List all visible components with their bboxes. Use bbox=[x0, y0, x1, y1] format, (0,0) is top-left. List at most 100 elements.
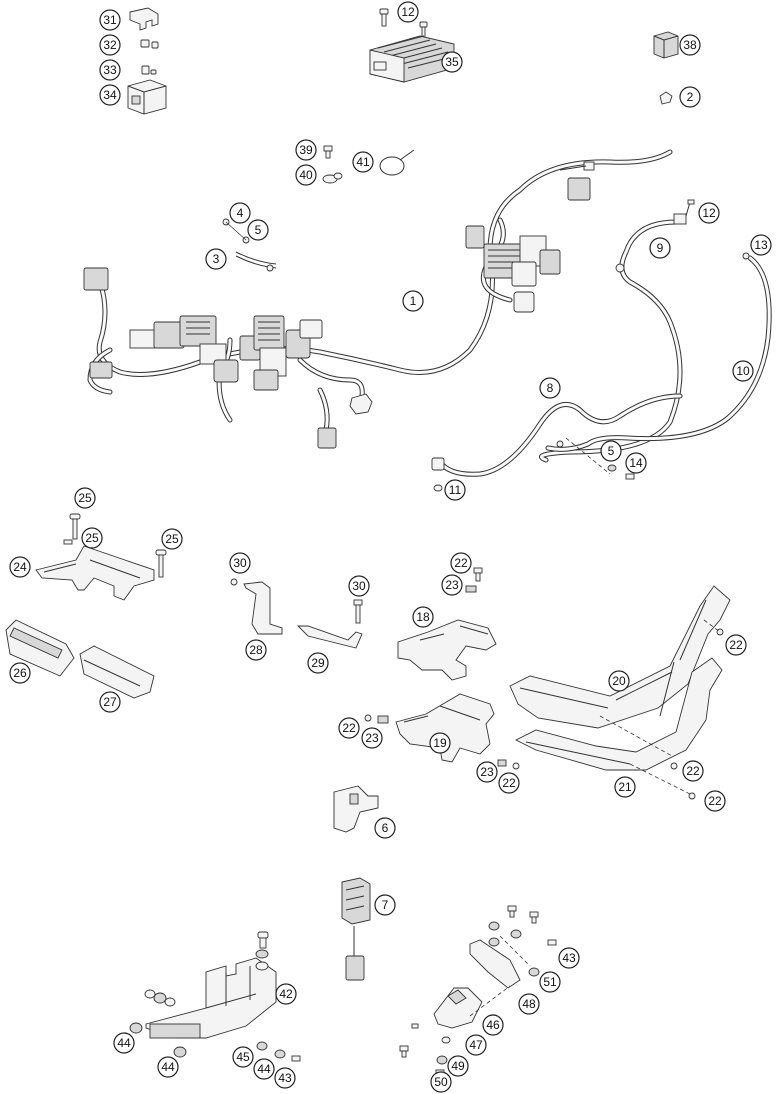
callout-10: 10 bbox=[732, 360, 754, 382]
svg-text:44: 44 bbox=[257, 1062, 271, 1076]
callout-19: 19 bbox=[429, 732, 451, 754]
cable-tie-41-icon bbox=[379, 149, 415, 176]
svg-text:25: 25 bbox=[78, 491, 92, 505]
svg-text:42: 42 bbox=[279, 987, 293, 1001]
svg-text:4: 4 bbox=[237, 206, 244, 220]
ground-cable-3-icon bbox=[222, 218, 277, 272]
callout-43-bottom: 43 bbox=[274, 1067, 296, 1089]
small-plug-32-icon bbox=[140, 39, 159, 49]
sensor-7-icon bbox=[341, 877, 371, 981]
callout-25-mid: 25 bbox=[81, 527, 103, 549]
svg-text:22: 22 bbox=[342, 721, 356, 735]
grommet-44-icon bbox=[129, 989, 301, 1062]
svg-text:50: 50 bbox=[434, 1075, 448, 1089]
holder-18-icon bbox=[397, 567, 497, 681]
bracket-48-icon bbox=[469, 935, 531, 1017]
callout-27: 27 bbox=[99, 691, 121, 713]
cover-26-icon bbox=[5, 619, 75, 677]
relay-38-icon bbox=[653, 31, 679, 59]
callout-5-right: 5 bbox=[600, 440, 622, 462]
callout-46: 46 bbox=[482, 1014, 504, 1036]
callout-38: 38 bbox=[679, 34, 701, 56]
connector-housing-31-icon bbox=[129, 7, 159, 31]
callout-22-lower-right: 22 bbox=[682, 760, 704, 782]
svg-text:43: 43 bbox=[562, 951, 576, 965]
svg-text:49: 49 bbox=[451, 1059, 465, 1073]
svg-text:47: 47 bbox=[469, 1038, 483, 1052]
svg-text:5: 5 bbox=[255, 223, 262, 237]
callout-32: 32 bbox=[99, 34, 121, 56]
plug-40-icon bbox=[322, 172, 343, 184]
callout-18: 18 bbox=[412, 606, 434, 628]
connector-block-34-icon bbox=[127, 79, 167, 115]
plate-6-icon bbox=[333, 785, 379, 833]
svg-text:40: 40 bbox=[299, 168, 313, 182]
main-wiring-harness-1-icon bbox=[83, 149, 673, 449]
svg-text:1: 1 bbox=[410, 294, 417, 308]
callout-2: 2 bbox=[679, 86, 701, 108]
svg-text:22: 22 bbox=[686, 764, 700, 778]
svg-text:7: 7 bbox=[382, 898, 389, 912]
svg-text:5: 5 bbox=[608, 444, 615, 458]
svg-text:13: 13 bbox=[754, 238, 768, 252]
callout-4: 4 bbox=[229, 202, 251, 224]
callout-31: 31 bbox=[99, 9, 121, 31]
callout-44-left: 44 bbox=[113, 1032, 135, 1054]
svg-text:26: 26 bbox=[13, 666, 27, 680]
svg-text:23: 23 bbox=[480, 765, 494, 779]
callout-22-upper-right: 22 bbox=[725, 634, 747, 656]
svg-text:51: 51 bbox=[543, 975, 557, 989]
callout-13: 13 bbox=[750, 234, 772, 256]
svg-text:9: 9 bbox=[657, 241, 664, 255]
svg-text:22: 22 bbox=[729, 638, 743, 652]
callout-22-top: 22 bbox=[450, 552, 472, 574]
callout-50: 50 bbox=[430, 1071, 452, 1093]
screw-12-icon bbox=[379, 8, 428, 38]
callout-6: 6 bbox=[374, 817, 396, 839]
svg-text:45: 45 bbox=[236, 1050, 250, 1064]
svg-text:39: 39 bbox=[299, 143, 313, 157]
terminal-11-icon bbox=[433, 484, 443, 492]
callout-22-left: 22 bbox=[338, 717, 360, 739]
svg-text:22: 22 bbox=[454, 556, 468, 570]
callout-23-bottom: 23 bbox=[476, 761, 498, 783]
callout-3: 3 bbox=[205, 248, 227, 270]
clip-2-icon bbox=[659, 91, 673, 105]
callout-51: 51 bbox=[539, 971, 561, 993]
voltage-regulator-35-icon bbox=[369, 35, 455, 83]
svg-text:29: 29 bbox=[311, 656, 325, 670]
callout-42: 42 bbox=[275, 983, 297, 1005]
callout-28: 28 bbox=[245, 639, 267, 661]
callout-5-left: 5 bbox=[247, 219, 269, 241]
svg-text:28: 28 bbox=[249, 643, 263, 657]
svg-text:2: 2 bbox=[687, 90, 694, 104]
svg-text:43: 43 bbox=[278, 1071, 292, 1085]
screw-39-icon bbox=[323, 145, 333, 159]
cover-27-icon bbox=[79, 645, 155, 699]
svg-text:12: 12 bbox=[401, 5, 415, 19]
svg-text:20: 20 bbox=[612, 674, 626, 688]
bracket-46-icon bbox=[433, 987, 483, 1029]
svg-text:30: 30 bbox=[352, 579, 366, 593]
svg-text:14: 14 bbox=[629, 456, 643, 470]
cable-8-icon bbox=[431, 393, 683, 480]
svg-text:12: 12 bbox=[702, 206, 716, 220]
callout-41: 41 bbox=[352, 151, 374, 173]
callout-23-left: 23 bbox=[361, 727, 383, 749]
svg-text:24: 24 bbox=[13, 560, 27, 574]
callout-35: 35 bbox=[441, 51, 463, 73]
svg-text:44: 44 bbox=[161, 1060, 175, 1074]
svg-text:33: 33 bbox=[103, 63, 117, 77]
callout-44-bottom: 44 bbox=[157, 1056, 179, 1078]
frame-holder-20-icon bbox=[509, 585, 731, 729]
callout-48: 48 bbox=[518, 993, 540, 1015]
svg-text:31: 31 bbox=[103, 13, 117, 27]
callout-44-right: 44 bbox=[253, 1058, 275, 1080]
svg-text:34: 34 bbox=[103, 88, 117, 102]
ecu-holder-42-icon bbox=[145, 931, 277, 1039]
svg-text:6: 6 bbox=[382, 821, 389, 835]
callout-45: 45 bbox=[232, 1046, 254, 1068]
svg-text:44: 44 bbox=[117, 1036, 131, 1050]
screw-51-icon bbox=[488, 905, 557, 977]
